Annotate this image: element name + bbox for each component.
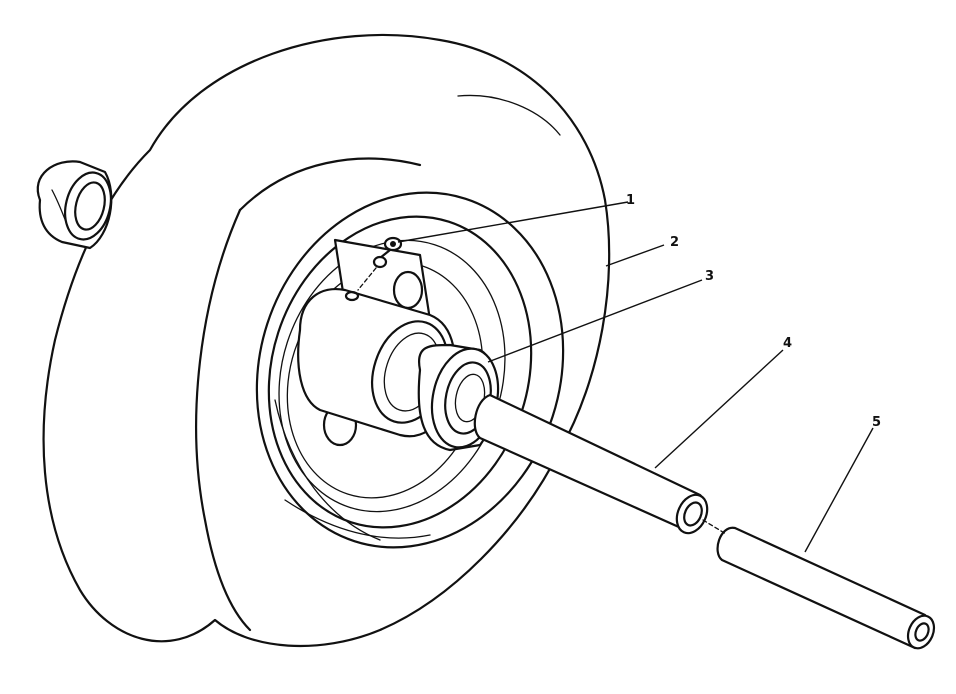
callout-numbers: 1 2 3 4 5 (626, 193, 881, 430)
axle-rod (702, 519, 936, 650)
callout-1: 1 (626, 193, 635, 208)
leader-line-4 (654, 349, 784, 469)
callout-5: 5 (872, 415, 881, 430)
grease-fitting (357, 236, 403, 291)
wheel-bearing-left (36, 160, 113, 250)
callout-4: 4 (783, 336, 792, 351)
leader-line-1 (397, 201, 629, 243)
spacer-tube (473, 393, 709, 535)
leader-lines (397, 201, 874, 553)
wheel-hub (297, 238, 456, 447)
leader-line-5 (804, 427, 874, 553)
callout-3: 3 (705, 269, 714, 284)
leader-line-2 (605, 244, 665, 267)
callout-2: 2 (670, 235, 679, 250)
leader-line-3 (487, 279, 703, 363)
